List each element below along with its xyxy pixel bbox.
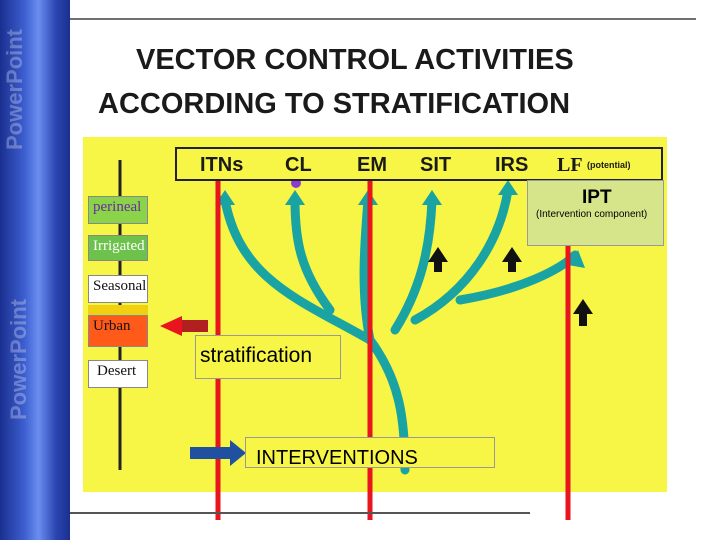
stratum-desert: Desert bbox=[88, 360, 148, 388]
seasonal-urban-divider bbox=[88, 305, 148, 315]
stratum-perineal: perineal bbox=[88, 196, 148, 224]
itns-label: ITNs bbox=[200, 154, 244, 176]
interventions-header-bar: ITNs CL EM SIT IRS LF (potential) bbox=[175, 147, 663, 181]
tree-branch-irs bbox=[410, 185, 513, 325]
title-line-2: ACCORDING TO STRATIFICATION bbox=[98, 88, 571, 120]
black-up-arrow-1 bbox=[428, 247, 448, 272]
black-up-arrows bbox=[428, 247, 593, 326]
bottom-divider bbox=[70, 512, 530, 514]
tip-lf bbox=[568, 250, 585, 268]
black-up-arrow-2 bbox=[502, 247, 522, 272]
top-divider bbox=[70, 18, 696, 20]
urban-left-arrow bbox=[160, 316, 208, 336]
tip-sit bbox=[422, 190, 442, 205]
cl-label: CL bbox=[285, 154, 312, 176]
em-label: EM bbox=[357, 154, 387, 176]
tree-branch-sit bbox=[390, 195, 437, 335]
sidebar-banner: PowerPoint PowerPoint bbox=[0, 0, 70, 540]
tree-branch-cl bbox=[290, 195, 335, 315]
tree-branch-tips bbox=[215, 180, 585, 268]
black-up-arrow-3 bbox=[573, 299, 593, 326]
tree-branch-em bbox=[359, 195, 375, 345]
tree-branch-itns bbox=[220, 195, 375, 345]
lf-label: LF bbox=[557, 154, 583, 176]
stratum-urban: Urban bbox=[88, 315, 148, 347]
ipt-label: IPT bbox=[582, 187, 612, 208]
stratification-label: stratification bbox=[195, 335, 341, 379]
title-line-1: VECTOR CONTROL ACTIVITIES bbox=[136, 44, 574, 76]
stratum-seasonal: Seasonal bbox=[88, 275, 148, 303]
intervention-tree bbox=[220, 185, 580, 475]
irs-label: IRS bbox=[495, 154, 529, 176]
interventions-arrow bbox=[190, 440, 246, 466]
stratum-irrigated: Irrigated bbox=[88, 235, 148, 261]
tip-cl bbox=[285, 190, 305, 205]
sit-label: SIT bbox=[420, 154, 452, 176]
ipt-box: IPT (Intervention component) bbox=[527, 180, 664, 246]
page-title: VECTOR CONTROL ACTIVITIES ACCORDING TO S… bbox=[80, 38, 720, 126]
interventions-label: INTERVENTIONS bbox=[245, 437, 495, 469]
lf-potential-label: (potential) bbox=[587, 160, 631, 170]
tip-irs bbox=[498, 180, 518, 195]
ipt-sub-label: (Intervention component) bbox=[536, 209, 648, 220]
